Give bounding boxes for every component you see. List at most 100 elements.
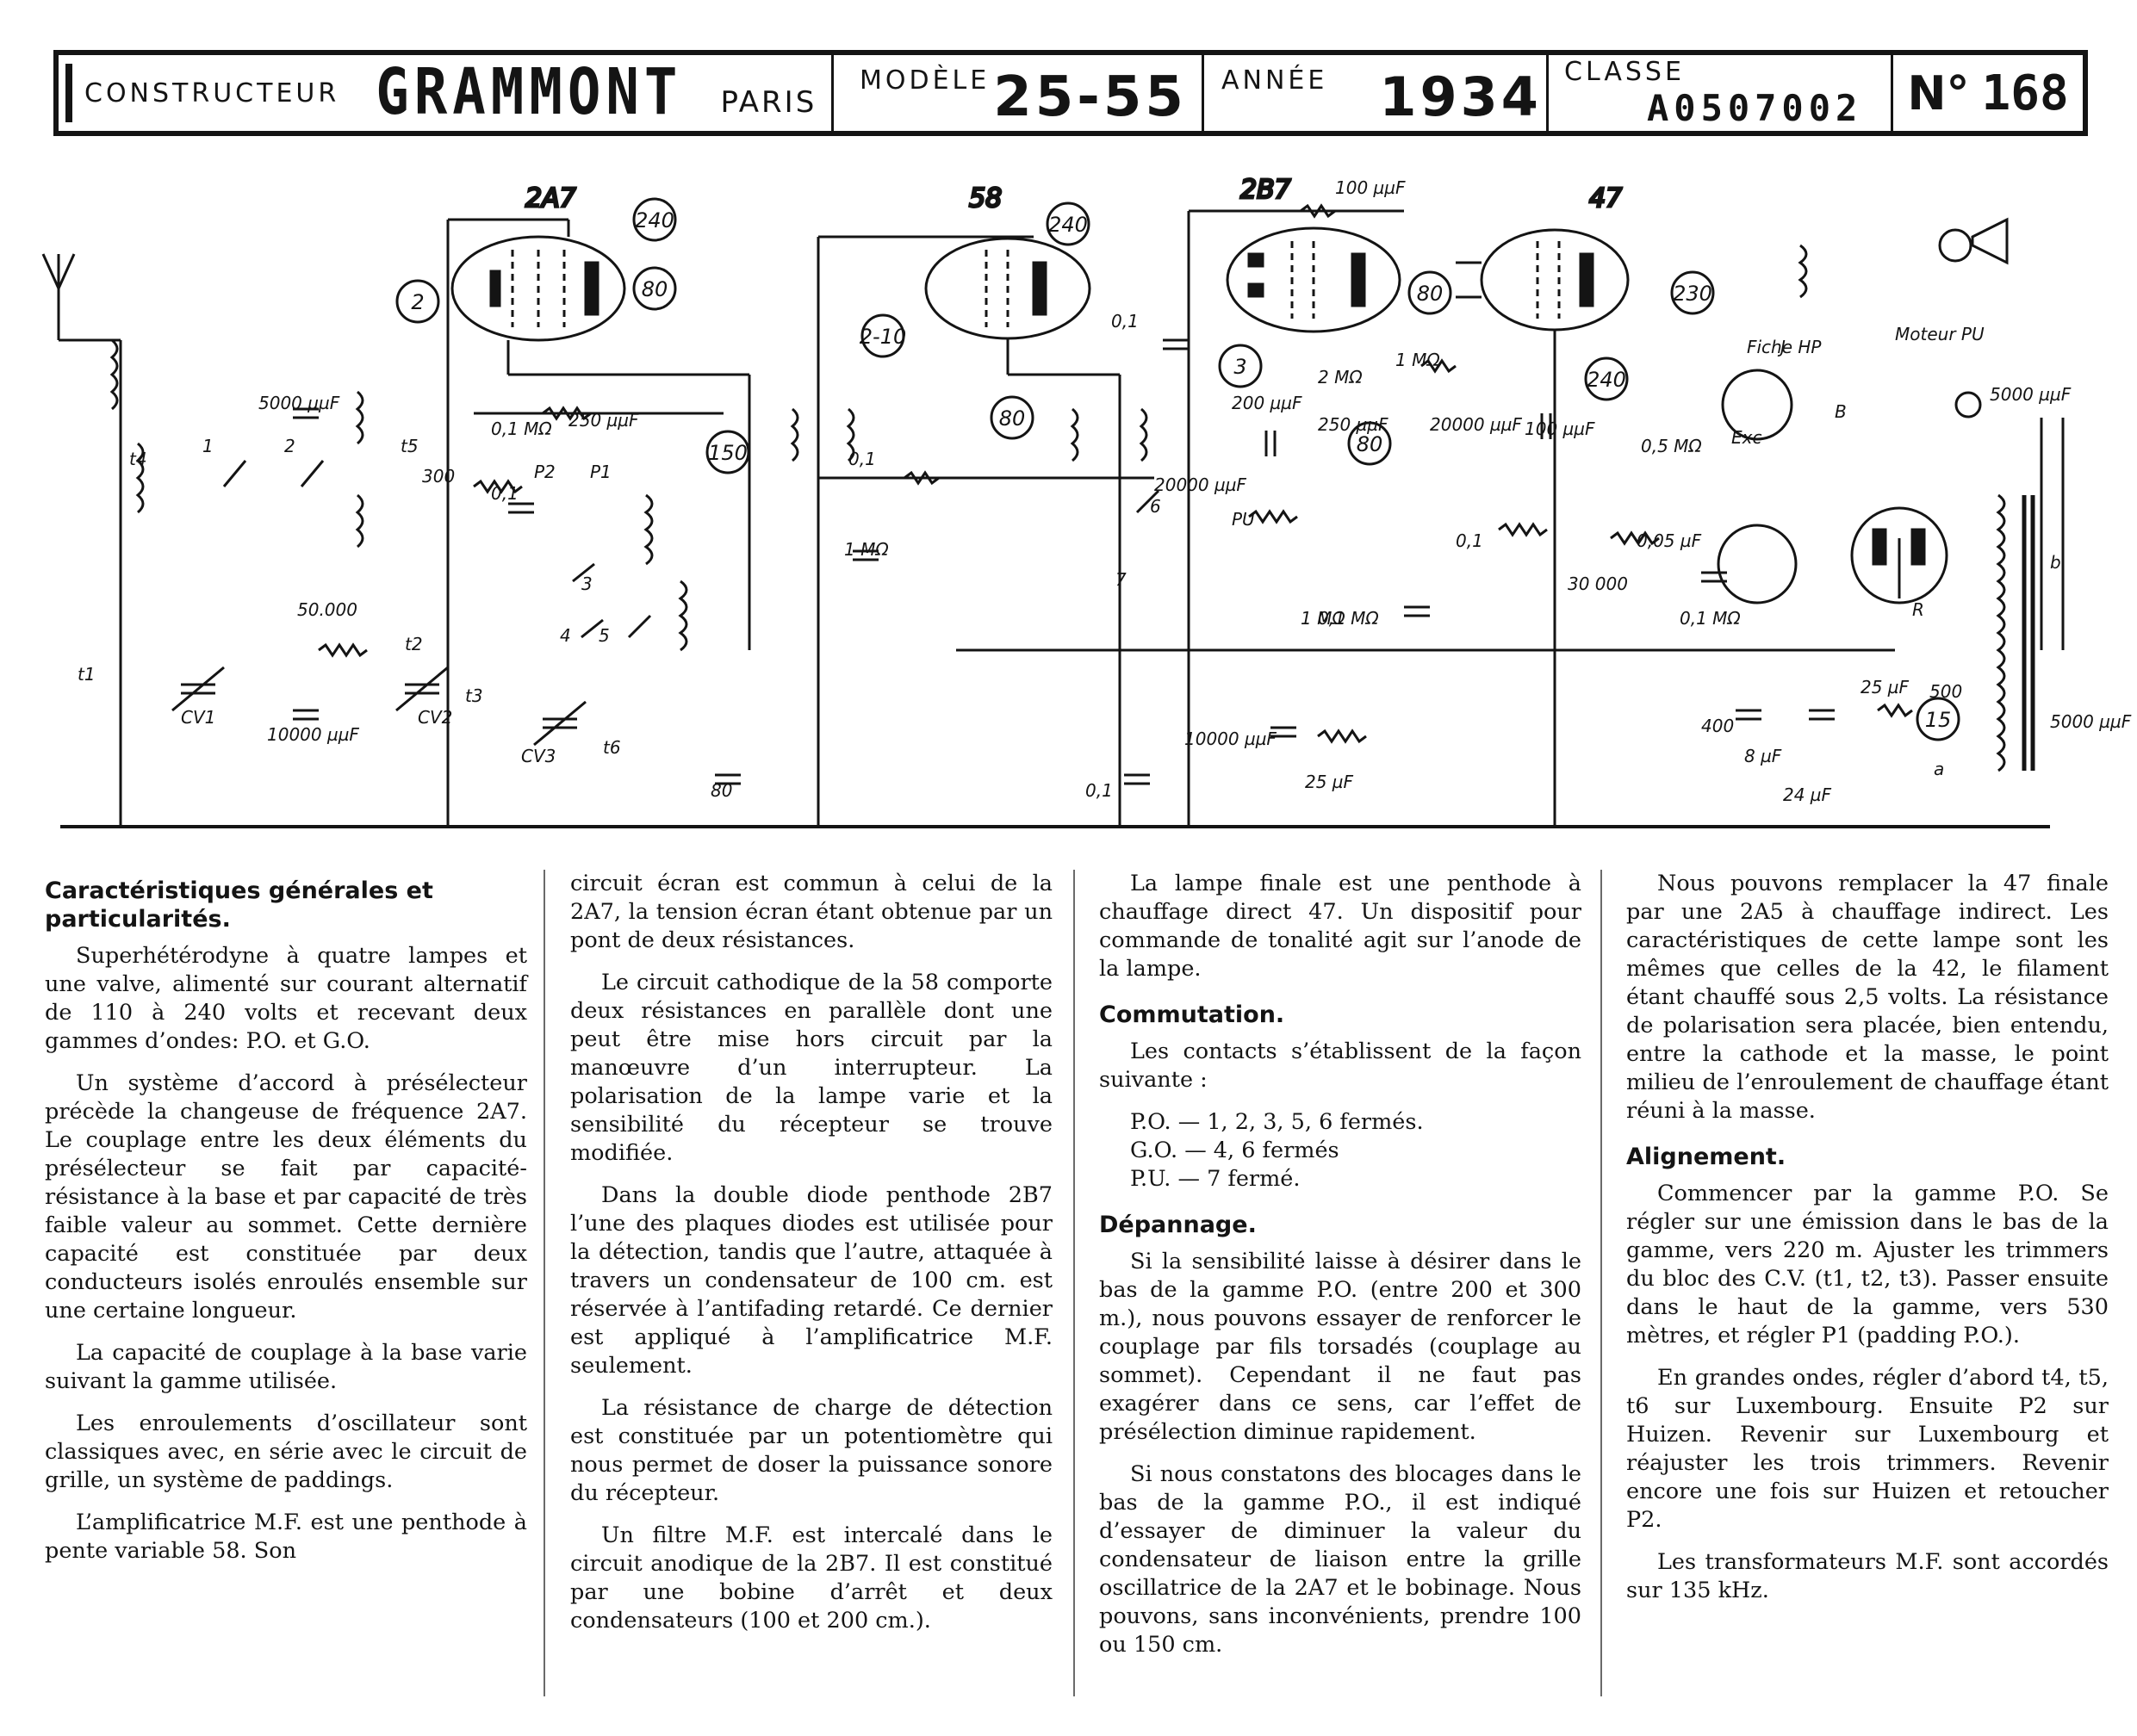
component-label: 0,1 MΩ (1318, 608, 1379, 629)
paragraph: La résistance de charge de détection est… (570, 1395, 1053, 1506)
column-3: La lampe finale est une penthode à chauf… (1099, 870, 1581, 1673)
component-label: 4 (560, 625, 571, 646)
callout-marker: 3 (1218, 344, 1263, 388)
modele-value: 25-55 (993, 65, 1187, 129)
tube-label-58: 58 (969, 183, 1002, 214)
paragraph: Nous pouvons remplacer la 47 finale par … (1626, 871, 2109, 1124)
callout-label: 240 (635, 208, 674, 232)
speaker-socket (1721, 369, 1793, 441)
paragraph: Dans la double diode penthode 2B7 l’une … (570, 1182, 1053, 1379)
component-label: 8 µF (1744, 746, 1782, 766)
component-label: t1 (78, 664, 96, 685)
component-label: 7 (1115, 569, 1127, 590)
circuit-schematic: 2 240 80 150 2-10 240 80 3 80 80 230 240 15 2A7 58 2… (41, 174, 2132, 828)
section-heading: Commutation. (1099, 1001, 1285, 1028)
component-label: 0,1 MΩ (1680, 608, 1741, 629)
component-label: 5 (599, 625, 610, 646)
column-divider (1073, 870, 1075, 1696)
paragraph: Le circuit cathodique de la 58 comporte … (570, 970, 1053, 1166)
callout-label: 80 (1417, 282, 1444, 306)
column-1: Caractéristiques générales et particular… (45, 870, 527, 1579)
component-label: 50.000 (297, 599, 357, 620)
component-label: 20000 µµF (1154, 474, 1246, 495)
pickup-socket (1717, 524, 1798, 604)
callout-label: 3 (1233, 355, 1246, 379)
callout-marker: 150 (705, 430, 750, 474)
component-label: a (1934, 759, 1944, 779)
tube-label-47: 47 (1589, 183, 1622, 214)
callout-marker: 80 (1407, 270, 1452, 315)
paragraph: Un filtre M.F. est intercalé dans le cir… (570, 1522, 1053, 1634)
article-columns: Caractéristiques générales et particular… (0, 870, 2137, 1722)
component-label: P1 (590, 462, 612, 482)
paragraph: Les transformateurs M.F. sont accordés s… (1626, 1549, 2109, 1603)
component-label: 80 (711, 780, 732, 801)
component-label: 10000 µµF (1184, 728, 1277, 749)
component-label: t4 (129, 449, 147, 469)
brand-name: GRAMMONT (376, 56, 683, 130)
component-label: 100 µµF (1525, 418, 1595, 439)
component-label: Fiche HP (1747, 337, 1822, 357)
callout-marker: 2-10 (860, 313, 906, 358)
paragraph: circuit écran est commun à celui de la 2… (570, 871, 1053, 953)
component-label: 0,1 (1456, 530, 1483, 551)
component-label: J (1777, 337, 1786, 357)
callout-label: 240 (1587, 368, 1626, 392)
component-label: 500 (1929, 681, 1962, 702)
component-label: 0,1 MΩ (491, 418, 552, 439)
component-label: 2 MΩ (1318, 367, 1363, 388)
component-label: 0,1 (1111, 311, 1139, 332)
component-label: P2 (534, 462, 556, 482)
annee-cell: ANNÉE 1934 (1204, 55, 1549, 131)
paragraph: Les enroulements d’oscillateur sont clas… (45, 1410, 527, 1493)
tube-labels: 2A7 58 2B7 47 (525, 174, 1624, 215)
rectifier-80 (1850, 506, 1948, 604)
callout-label: 2-10 (860, 325, 906, 349)
component-label: 300 (422, 466, 455, 487)
classe-cell: CLASSE A0507002 (1549, 55, 1893, 131)
resistor-group (318, 358, 1913, 744)
component-label: 0,1 (491, 483, 519, 504)
section-heading: Caractéristiques générales et particular… (45, 877, 433, 933)
numero-value: 168 (1981, 65, 2069, 121)
component-label: t2 (405, 634, 423, 654)
callout-marker: 80 (632, 266, 677, 311)
component-label: 0,05 µF (1637, 530, 1702, 551)
tube-label-2b7: 2B7 (1240, 175, 1291, 205)
paragraph: L’amplificatrice M.F. est une penthode à… (45, 1510, 527, 1564)
component-label: 30 000 (1568, 574, 1628, 594)
callout-marker: 240 (1046, 202, 1090, 246)
tube-2a7 (446, 218, 751, 827)
callout-label: 80 (642, 277, 668, 301)
annee-value: 1934 (1379, 65, 1542, 128)
component-label: 0,5 MΩ (1641, 436, 1702, 456)
component-label: PU (1232, 509, 1255, 530)
callout-marker: 240 (632, 197, 677, 242)
component-label: 250 µµF (568, 410, 639, 431)
numero-cell: N° 168 (1893, 55, 2083, 131)
component-label: 25 µF (1305, 772, 1354, 792)
classe-value: A0507002 (1647, 87, 1863, 129)
component-label: t6 (603, 737, 621, 758)
constructeur-label: CONSTRUCTEUR (84, 78, 340, 108)
paragraph: Un système d’accord à présélecteur précè… (45, 1070, 527, 1324)
list-item: P.U. — 7 fermé. (1130, 1166, 1301, 1192)
component-label: CV3 (521, 746, 556, 766)
component-label: 200 µµF (1232, 393, 1302, 413)
speaker-icon (1798, 217, 2009, 299)
paragraph: Superhétérodyne à quatre lampes et une v… (45, 943, 527, 1054)
callout-marker: 230 (1670, 270, 1715, 315)
antenna-icon (41, 253, 122, 827)
component-label: 3 (581, 574, 593, 594)
column-divider (1600, 870, 1602, 1696)
callout-label: 2 (411, 290, 424, 314)
component-label: 400 (1701, 716, 1734, 736)
paragraph: Commencer par la gamme P.O. Se régler su… (1626, 1181, 2109, 1348)
callout-marker: 15 (1916, 697, 1960, 741)
component-label: 0,1 (1085, 780, 1113, 801)
callout-marker: 80 (1347, 421, 1392, 466)
callout-label: 150 (708, 441, 748, 465)
component-label: 10000 µµF (267, 724, 359, 745)
tube-58 (817, 235, 1121, 827)
